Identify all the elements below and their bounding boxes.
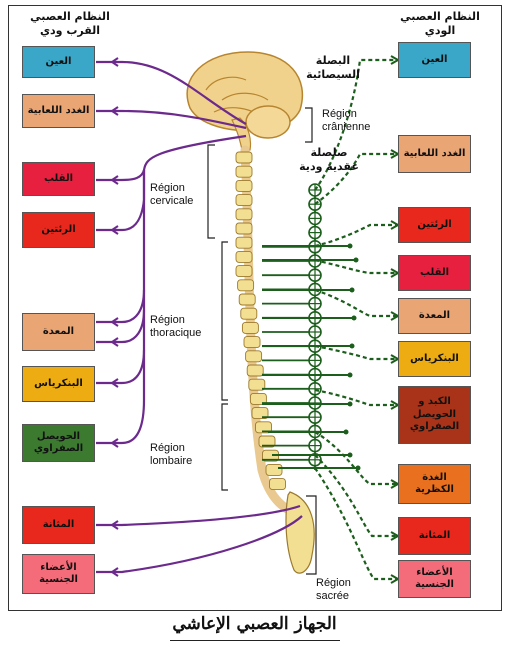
sympathetic-nerve	[314, 431, 398, 486]
parasympathetic-nerve	[96, 109, 247, 130]
left-organ-genitals: الأعضاء الجنسية	[22, 554, 95, 594]
right-organ-eye: العين	[398, 42, 471, 78]
parasympathetic-nerve	[96, 349, 146, 385]
synapse-dot	[343, 429, 349, 435]
parasympathetic-arrowhead	[110, 337, 119, 347]
vertebra	[240, 307, 258, 320]
spinal-column	[235, 145, 315, 574]
region-lumbar-label: Région lombaire	[150, 442, 193, 468]
figure-caption: الجهاز العصبي الإعاشي	[172, 614, 337, 634]
left-organ-pancreas: البنكرياس	[22, 366, 95, 402]
parasympathetic-arrowhead	[110, 520, 119, 530]
right-organ-genitals: الأعضاء الجنسية	[398, 560, 471, 598]
left-organ-lungs: الرئتين	[22, 212, 95, 248]
vertebra	[245, 350, 263, 363]
synapse-dot	[347, 372, 353, 378]
sympathetic-nerve	[314, 58, 398, 191]
right-organ-stomach: المعدة	[398, 298, 471, 334]
sympathetic-nerve	[314, 258, 398, 275]
parasympathetic-nerve	[96, 515, 303, 574]
parasympathetic-nerve	[96, 134, 247, 182]
region-brackets	[207, 107, 317, 575]
parasympathetic-nerve	[96, 170, 146, 445]
left-organ-stomach: المعدة	[22, 313, 95, 351]
synapse-dot	[347, 243, 353, 249]
sympathetic-nerve	[314, 344, 398, 361]
left-organ-bladder: المثانة	[22, 506, 95, 544]
vertebra	[235, 222, 253, 235]
sympathetic-chain-label: صلصلة عقدية ودية	[299, 146, 359, 173]
vertebra	[246, 364, 264, 377]
parasympathetic-arrowhead	[110, 438, 119, 448]
vertebra	[243, 336, 261, 349]
vertebra	[258, 435, 276, 448]
region-thoracic-label: Région thoracique	[150, 314, 202, 340]
right-organ-salivary-glands: الغدد اللعابية	[398, 135, 471, 173]
synapse-dot	[347, 401, 353, 407]
parasympathetic-arrowhead	[110, 317, 119, 327]
cerebellum	[245, 105, 291, 139]
sympathetic-nerve	[314, 288, 398, 318]
vertebra	[235, 208, 253, 221]
parasympathetic-arrowhead	[110, 567, 119, 577]
region-cranial-label: Région crânienne	[322, 108, 371, 134]
right-organ-bladder: المثانة	[398, 517, 471, 555]
vertebra	[235, 179, 253, 192]
synapse-dot	[353, 257, 359, 263]
parasympathetic-arrowhead	[110, 225, 119, 235]
region-cervical-label: Région cervicale	[150, 182, 194, 208]
synapse-dot	[351, 315, 357, 321]
vertebra	[237, 279, 255, 292]
sympathetic-arrowhead	[390, 220, 401, 230]
sympathetic-header: النظام العصبي الودي	[400, 10, 480, 37]
vertebra	[241, 321, 259, 334]
sympathetic-nerve	[314, 223, 398, 248]
sympathetic-nerve	[314, 152, 398, 205]
left-organ-gallbladder: الحويصل الصفراوي	[22, 424, 95, 462]
vertebra	[235, 236, 253, 249]
sacrum	[285, 491, 315, 574]
vertebra	[235, 151, 253, 164]
parasympathetic-arrowhead	[110, 57, 119, 67]
vertebra	[248, 378, 266, 391]
sympathetic-nerve	[314, 467, 398, 581]
region-sacral-label: Région sacrée	[316, 577, 351, 603]
vertebra	[255, 421, 272, 434]
right-organ-lungs: الرئتين	[398, 207, 471, 243]
sympathetic-nerve	[314, 388, 398, 407]
right-organ-pancreas: البنكرياس	[398, 341, 471, 377]
vertebra	[235, 265, 253, 278]
right-organ-liver-gallbladder: الكبد و الحويصل الصفراوي	[398, 386, 471, 444]
parasympathetic-nerve	[96, 504, 301, 527]
left-organ-salivary-glands: الغدد اللعابية	[22, 94, 95, 128]
vertebra	[249, 392, 267, 405]
vertebra	[251, 407, 269, 420]
right-organ-adrenal: الغدة الكظرية	[398, 464, 471, 504]
right-organ-heart: القلب	[398, 255, 471, 291]
left-organ-eye: العين	[22, 46, 95, 78]
parasympathetic-nerve	[96, 289, 146, 324]
parasympathetic-nerve	[96, 60, 247, 125]
vertebra	[265, 463, 283, 476]
synapse-dot	[347, 452, 353, 458]
left-organ-heart: القلب	[22, 162, 95, 196]
parasympathetic-arrowhead	[110, 378, 119, 388]
parasympathetic-header: النظام العصبي القرب ودي	[30, 10, 110, 37]
synapse-dot	[349, 343, 355, 349]
vertebra	[269, 478, 286, 491]
vertebra	[235, 165, 253, 178]
synapse-dot	[349, 287, 355, 293]
synapse-dot	[355, 465, 361, 471]
vertebra	[235, 194, 253, 207]
parasympathetic-arrowhead	[110, 175, 119, 185]
medulla-label: البصلة السيصائية	[306, 54, 360, 81]
vertebra	[238, 293, 256, 306]
caption-underline	[170, 640, 340, 641]
parasympathetic-arrowhead	[110, 106, 119, 116]
vertebra	[235, 250, 253, 263]
